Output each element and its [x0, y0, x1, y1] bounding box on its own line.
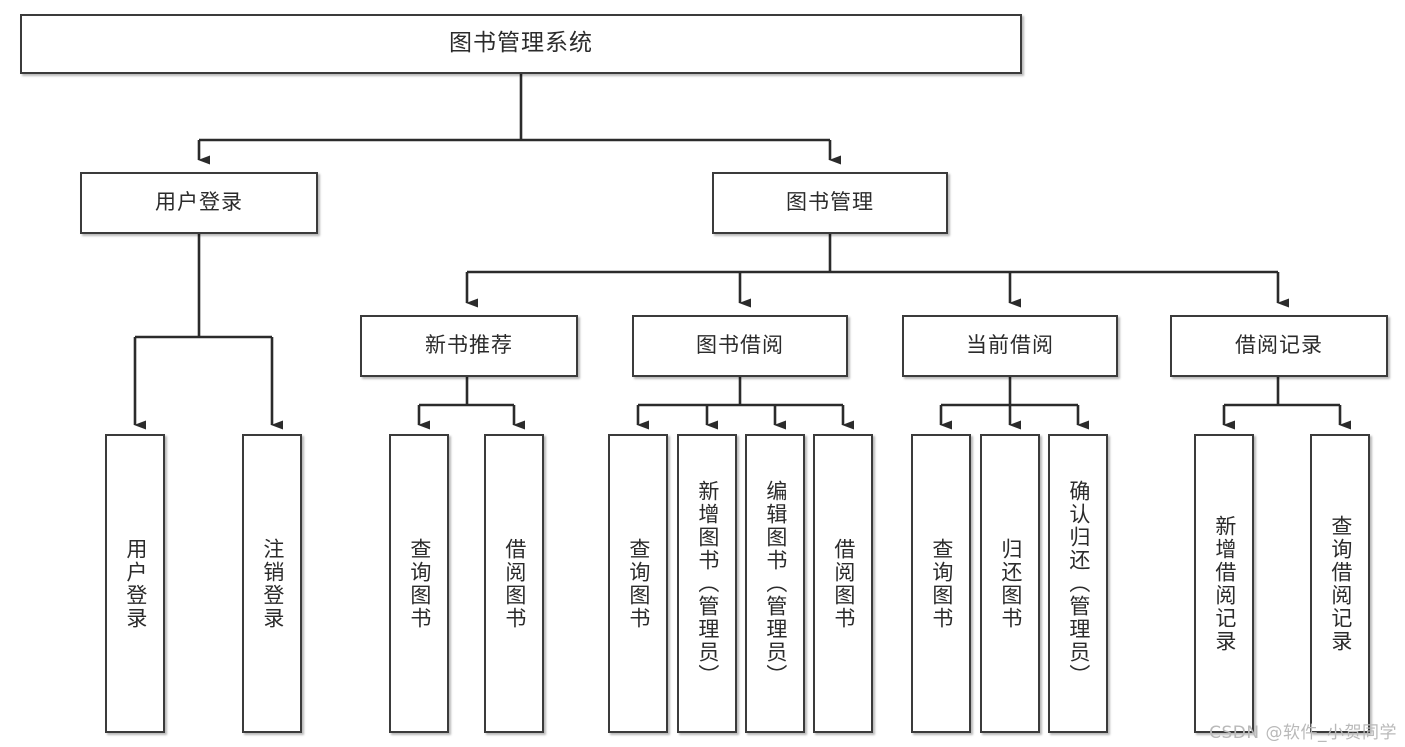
node-user-login-label: 用户登录 — [155, 190, 243, 215]
node-leaf-confirm-return-label: 确认归还（管理员） — [1066, 480, 1091, 687]
node-leaf-return-book[interactable]: 归还图书 — [980, 434, 1040, 733]
node-leaf-add-record-label: 新增借阅记录 — [1212, 514, 1237, 653]
node-new-book-recommend-label: 新书推荐 — [425, 333, 513, 358]
node-borrow-record[interactable]: 借阅记录 — [1170, 315, 1388, 377]
node-leaf-edit-book[interactable]: 编辑图书（管理员） — [745, 434, 805, 733]
node-leaf-query-book-1[interactable]: 查询图书 — [389, 434, 449, 733]
node-borrow-record-label: 借阅记录 — [1235, 333, 1323, 358]
node-book-management[interactable]: 图书管理 — [712, 172, 948, 234]
node-user-login[interactable]: 用户登录 — [80, 172, 318, 234]
node-book-borrow-label: 图书借阅 — [696, 333, 784, 358]
node-leaf-borrow-book-2[interactable]: 借阅图书 — [813, 434, 873, 733]
node-leaf-add-book[interactable]: 新增图书（管理员） — [677, 434, 737, 733]
node-leaf-query-record-label: 查询借阅记录 — [1328, 514, 1353, 653]
node-leaf-query-book-3[interactable]: 查询图书 — [911, 434, 971, 733]
node-leaf-logout[interactable]: 注销登录 — [242, 434, 302, 733]
node-leaf-user-login-label: 用户登录 — [123, 537, 148, 630]
node-root[interactable]: 图书管理系统 — [20, 14, 1022, 74]
node-leaf-logout-label: 注销登录 — [260, 537, 285, 630]
node-book-borrow[interactable]: 图书借阅 — [632, 315, 848, 377]
node-leaf-query-book-2[interactable]: 查询图书 — [608, 434, 668, 733]
node-current-borrow-label: 当前借阅 — [966, 333, 1054, 358]
node-leaf-edit-book-label: 编辑图书（管理员） — [763, 480, 788, 687]
node-leaf-borrow-book-1-label: 借阅图书 — [502, 537, 527, 630]
node-leaf-borrow-book-2-label: 借阅图书 — [831, 537, 856, 630]
node-leaf-confirm-return[interactable]: 确认归还（管理员） — [1048, 434, 1108, 733]
node-leaf-query-book-3-label: 查询图书 — [929, 537, 954, 630]
node-leaf-return-book-label: 归还图书 — [998, 537, 1023, 630]
node-book-management-label: 图书管理 — [786, 190, 874, 215]
node-leaf-user-login[interactable]: 用户登录 — [105, 434, 165, 733]
node-new-book-recommend[interactable]: 新书推荐 — [360, 315, 578, 377]
node-root-label: 图书管理系统 — [449, 30, 593, 57]
node-leaf-add-record[interactable]: 新增借阅记录 — [1194, 434, 1254, 733]
node-leaf-query-book-2-label: 查询图书 — [626, 537, 651, 630]
node-leaf-add-book-label: 新增图书（管理员） — [695, 480, 720, 687]
node-current-borrow[interactable]: 当前借阅 — [902, 315, 1118, 377]
node-leaf-query-record[interactable]: 查询借阅记录 — [1310, 434, 1370, 733]
node-leaf-query-book-1-label: 查询图书 — [407, 537, 432, 630]
node-leaf-borrow-book-1[interactable]: 借阅图书 — [484, 434, 544, 733]
